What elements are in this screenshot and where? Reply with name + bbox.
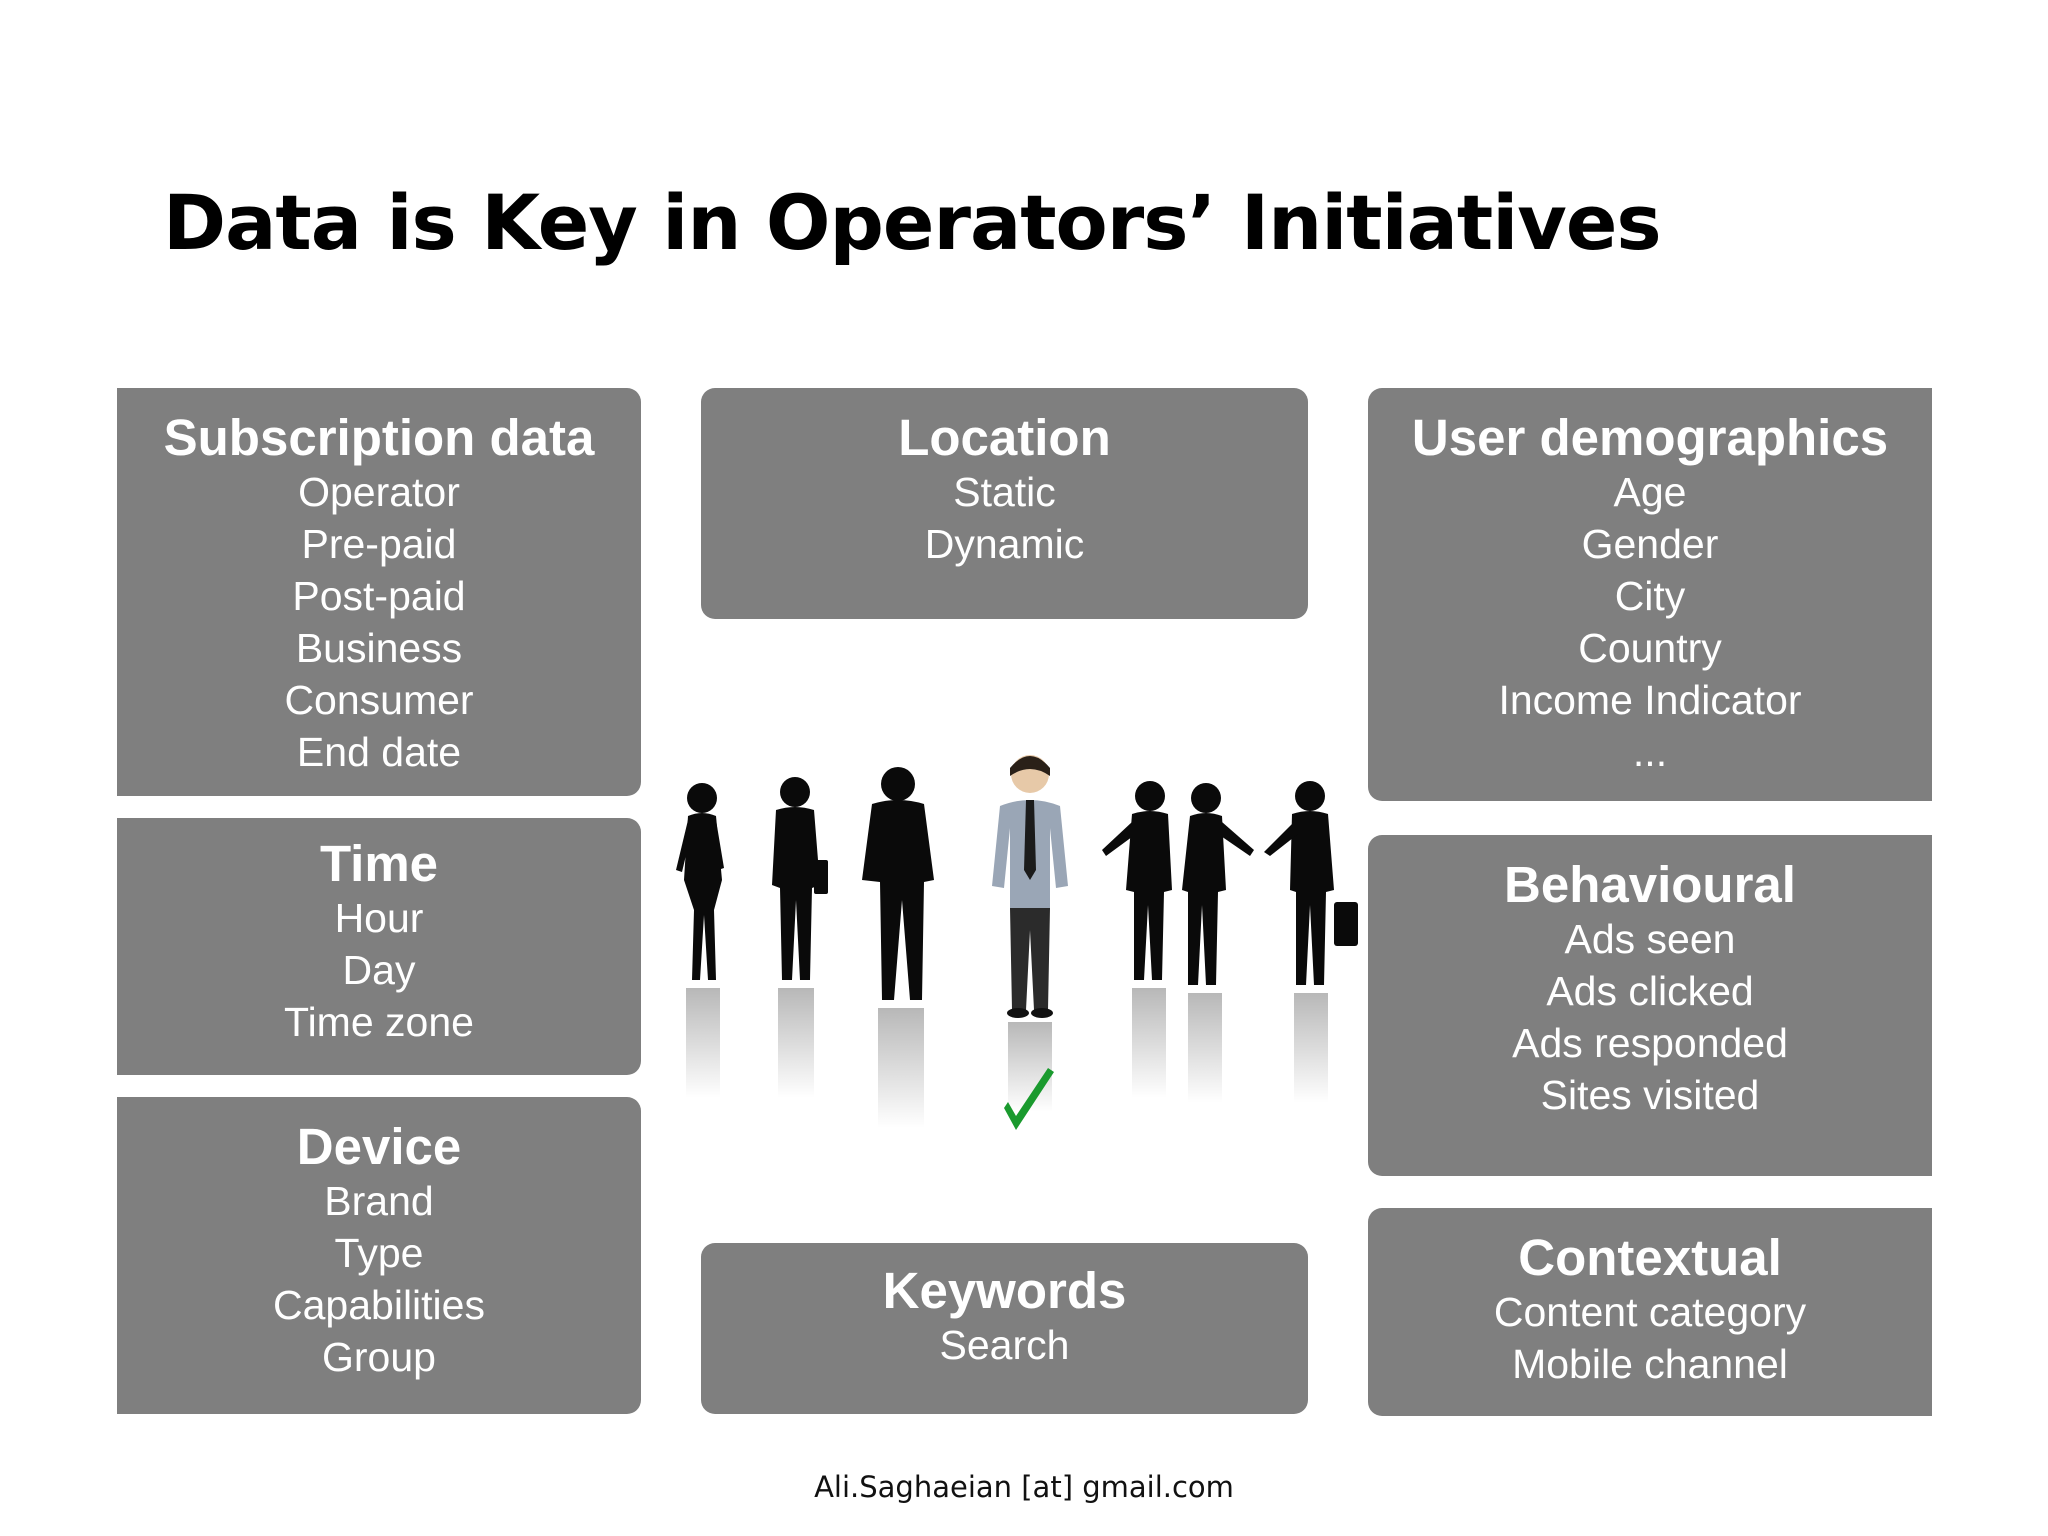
contextual-item: Mobile channel [1512,1341,1788,1387]
subscription-data-items: Operator Pre-paid Post-paid Business Con… [117,466,641,778]
behavioural-item: Ads clicked [1546,968,1754,1014]
keywords-item: Search [939,1322,1070,1368]
behavioural-item: Ads responded [1512,1020,1788,1066]
time-heading: Time [319,835,439,892]
checkmark-icon [1004,1068,1054,1130]
silhouette-person [772,777,828,980]
contextual-items: Content category Mobile channel [1368,1286,1932,1390]
user-demographics-item: Age [1613,469,1687,515]
device-box: Device Brand Type Capabilities Group [117,1097,641,1414]
time-items: Hour Day Time zone [117,892,641,1048]
location-item: Static [953,469,1056,515]
silhouette-figures [676,767,1358,1000]
silhouette-person [1102,781,1172,980]
location-items: Static Dynamic [701,466,1308,570]
silhouette-person [862,767,934,1000]
location-heading: Location [898,409,1111,466]
time-item: Hour [334,895,424,941]
contextual-item: Content category [1493,1289,1807,1335]
time-box: Time Hour Day Time zone [117,818,641,1075]
subscription-item: Business [295,625,463,671]
behavioural-heading: Behavioural [1504,856,1796,913]
keywords-box: Keywords Search [701,1243,1308,1414]
subscription-data-box: Subscription data Operator Pre-paid Post… [117,388,641,796]
location-item: Dynamic [924,521,1085,567]
device-heading: Device [296,1118,462,1175]
slide-title: Data is Key in Operators’ Initiatives [163,178,1662,267]
device-item: Type [334,1230,424,1276]
contextual-heading: Contextual [1518,1229,1782,1286]
device-item: Group [322,1334,436,1380]
behavioural-item: Ads seen [1564,916,1736,962]
silhouette-person [1264,781,1358,985]
floor-reflections [686,988,1328,1128]
silhouette-person [1182,783,1254,985]
footer-email: Ali.Saghaeian [at] gmail.com [814,1470,1234,1504]
device-item: Brand [324,1178,434,1224]
location-box: Location Static Dynamic [701,388,1308,619]
user-demographics-box: User demographics Age Gender City Countr… [1368,388,1932,801]
user-demographics-item: City [1614,573,1686,619]
user-demographics-heading: User demographics [1411,409,1889,466]
user-demographics-items: Age Gender City Country Income Indicator… [1368,466,1932,778]
time-item: Time zone [284,999,474,1045]
behavioural-box: Behavioural Ads seen Ads clicked Ads res… [1368,835,1932,1176]
subscription-item: Consumer [284,677,474,723]
silhouette-person [676,783,724,980]
behavioural-item: Sites visited [1540,1072,1760,1118]
device-item: Capabilities [273,1282,485,1328]
time-item: Day [342,947,416,993]
keywords-heading: Keywords [882,1262,1127,1319]
contextual-box: Contextual Content category Mobile chann… [1368,1208,1932,1416]
subscription-item: Operator [298,469,460,515]
central-person [992,755,1068,1018]
subscription-item: Post-paid [292,573,466,619]
people-group-icon [676,755,1358,1130]
keywords-items: Search [701,1319,1308,1371]
user-demographics-item: ... [1632,729,1668,775]
user-demographics-item: Income Indicator [1498,677,1802,723]
user-demographics-item: Country [1578,625,1722,671]
subscription-item: Pre-paid [301,521,457,567]
subscription-data-heading: Subscription data [163,409,595,466]
behavioural-items: Ads seen Ads clicked Ads responded Sites… [1368,913,1932,1121]
subscription-item: End date [296,729,462,775]
device-items: Brand Type Capabilities Group [117,1175,641,1383]
user-demographics-item: Gender [1581,521,1719,567]
